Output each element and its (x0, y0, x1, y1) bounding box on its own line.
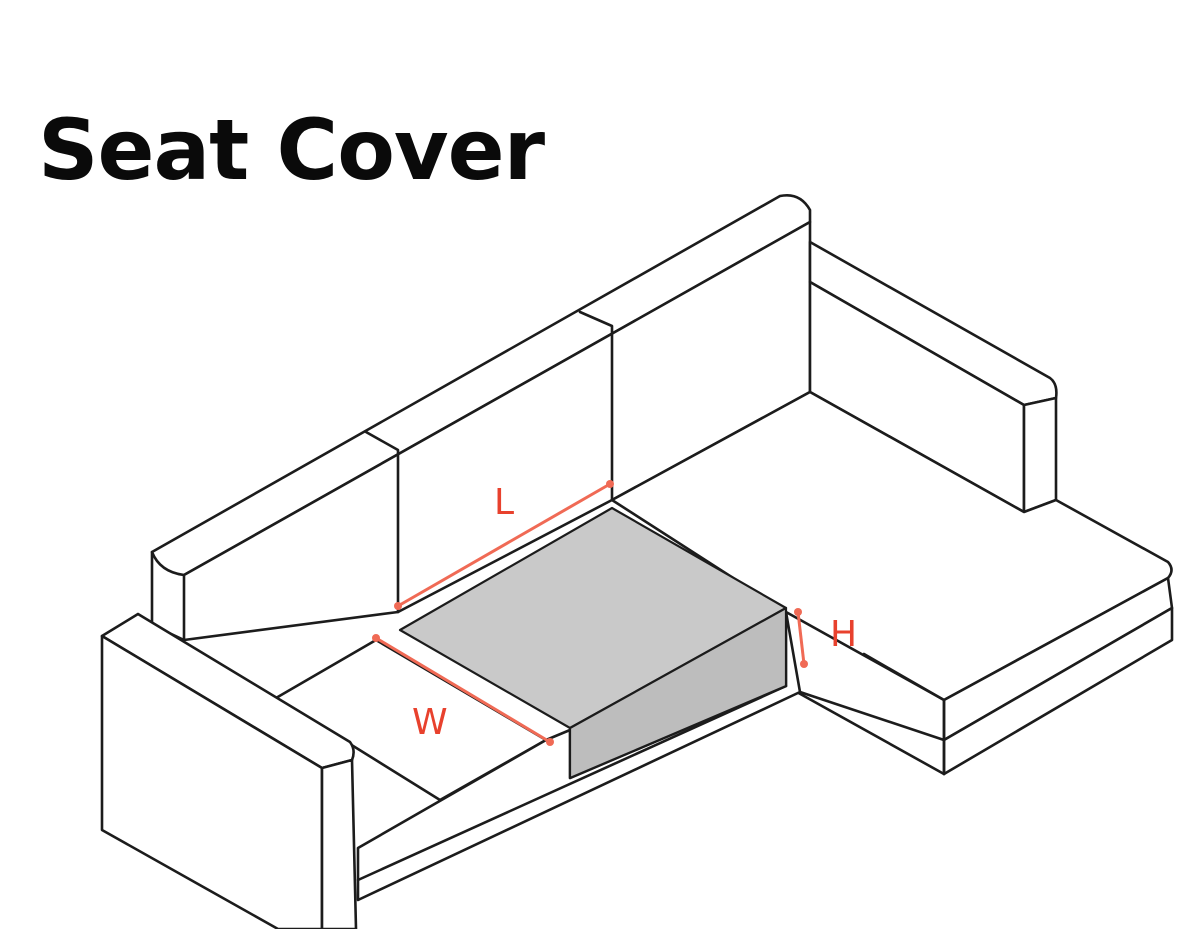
sofa-backrest (150, 194, 812, 642)
dimension-length: L (394, 480, 614, 610)
diagram-title: Seat Cover (38, 101, 545, 199)
width-label: W (412, 702, 448, 743)
dimension-height: H (794, 608, 946, 702)
highlighted-seat-cushion (398, 506, 788, 780)
sofa-left-armrest (100, 612, 358, 929)
dimension-width: W (372, 634, 554, 746)
height-label: H (830, 614, 857, 655)
length-label: L (494, 482, 514, 523)
